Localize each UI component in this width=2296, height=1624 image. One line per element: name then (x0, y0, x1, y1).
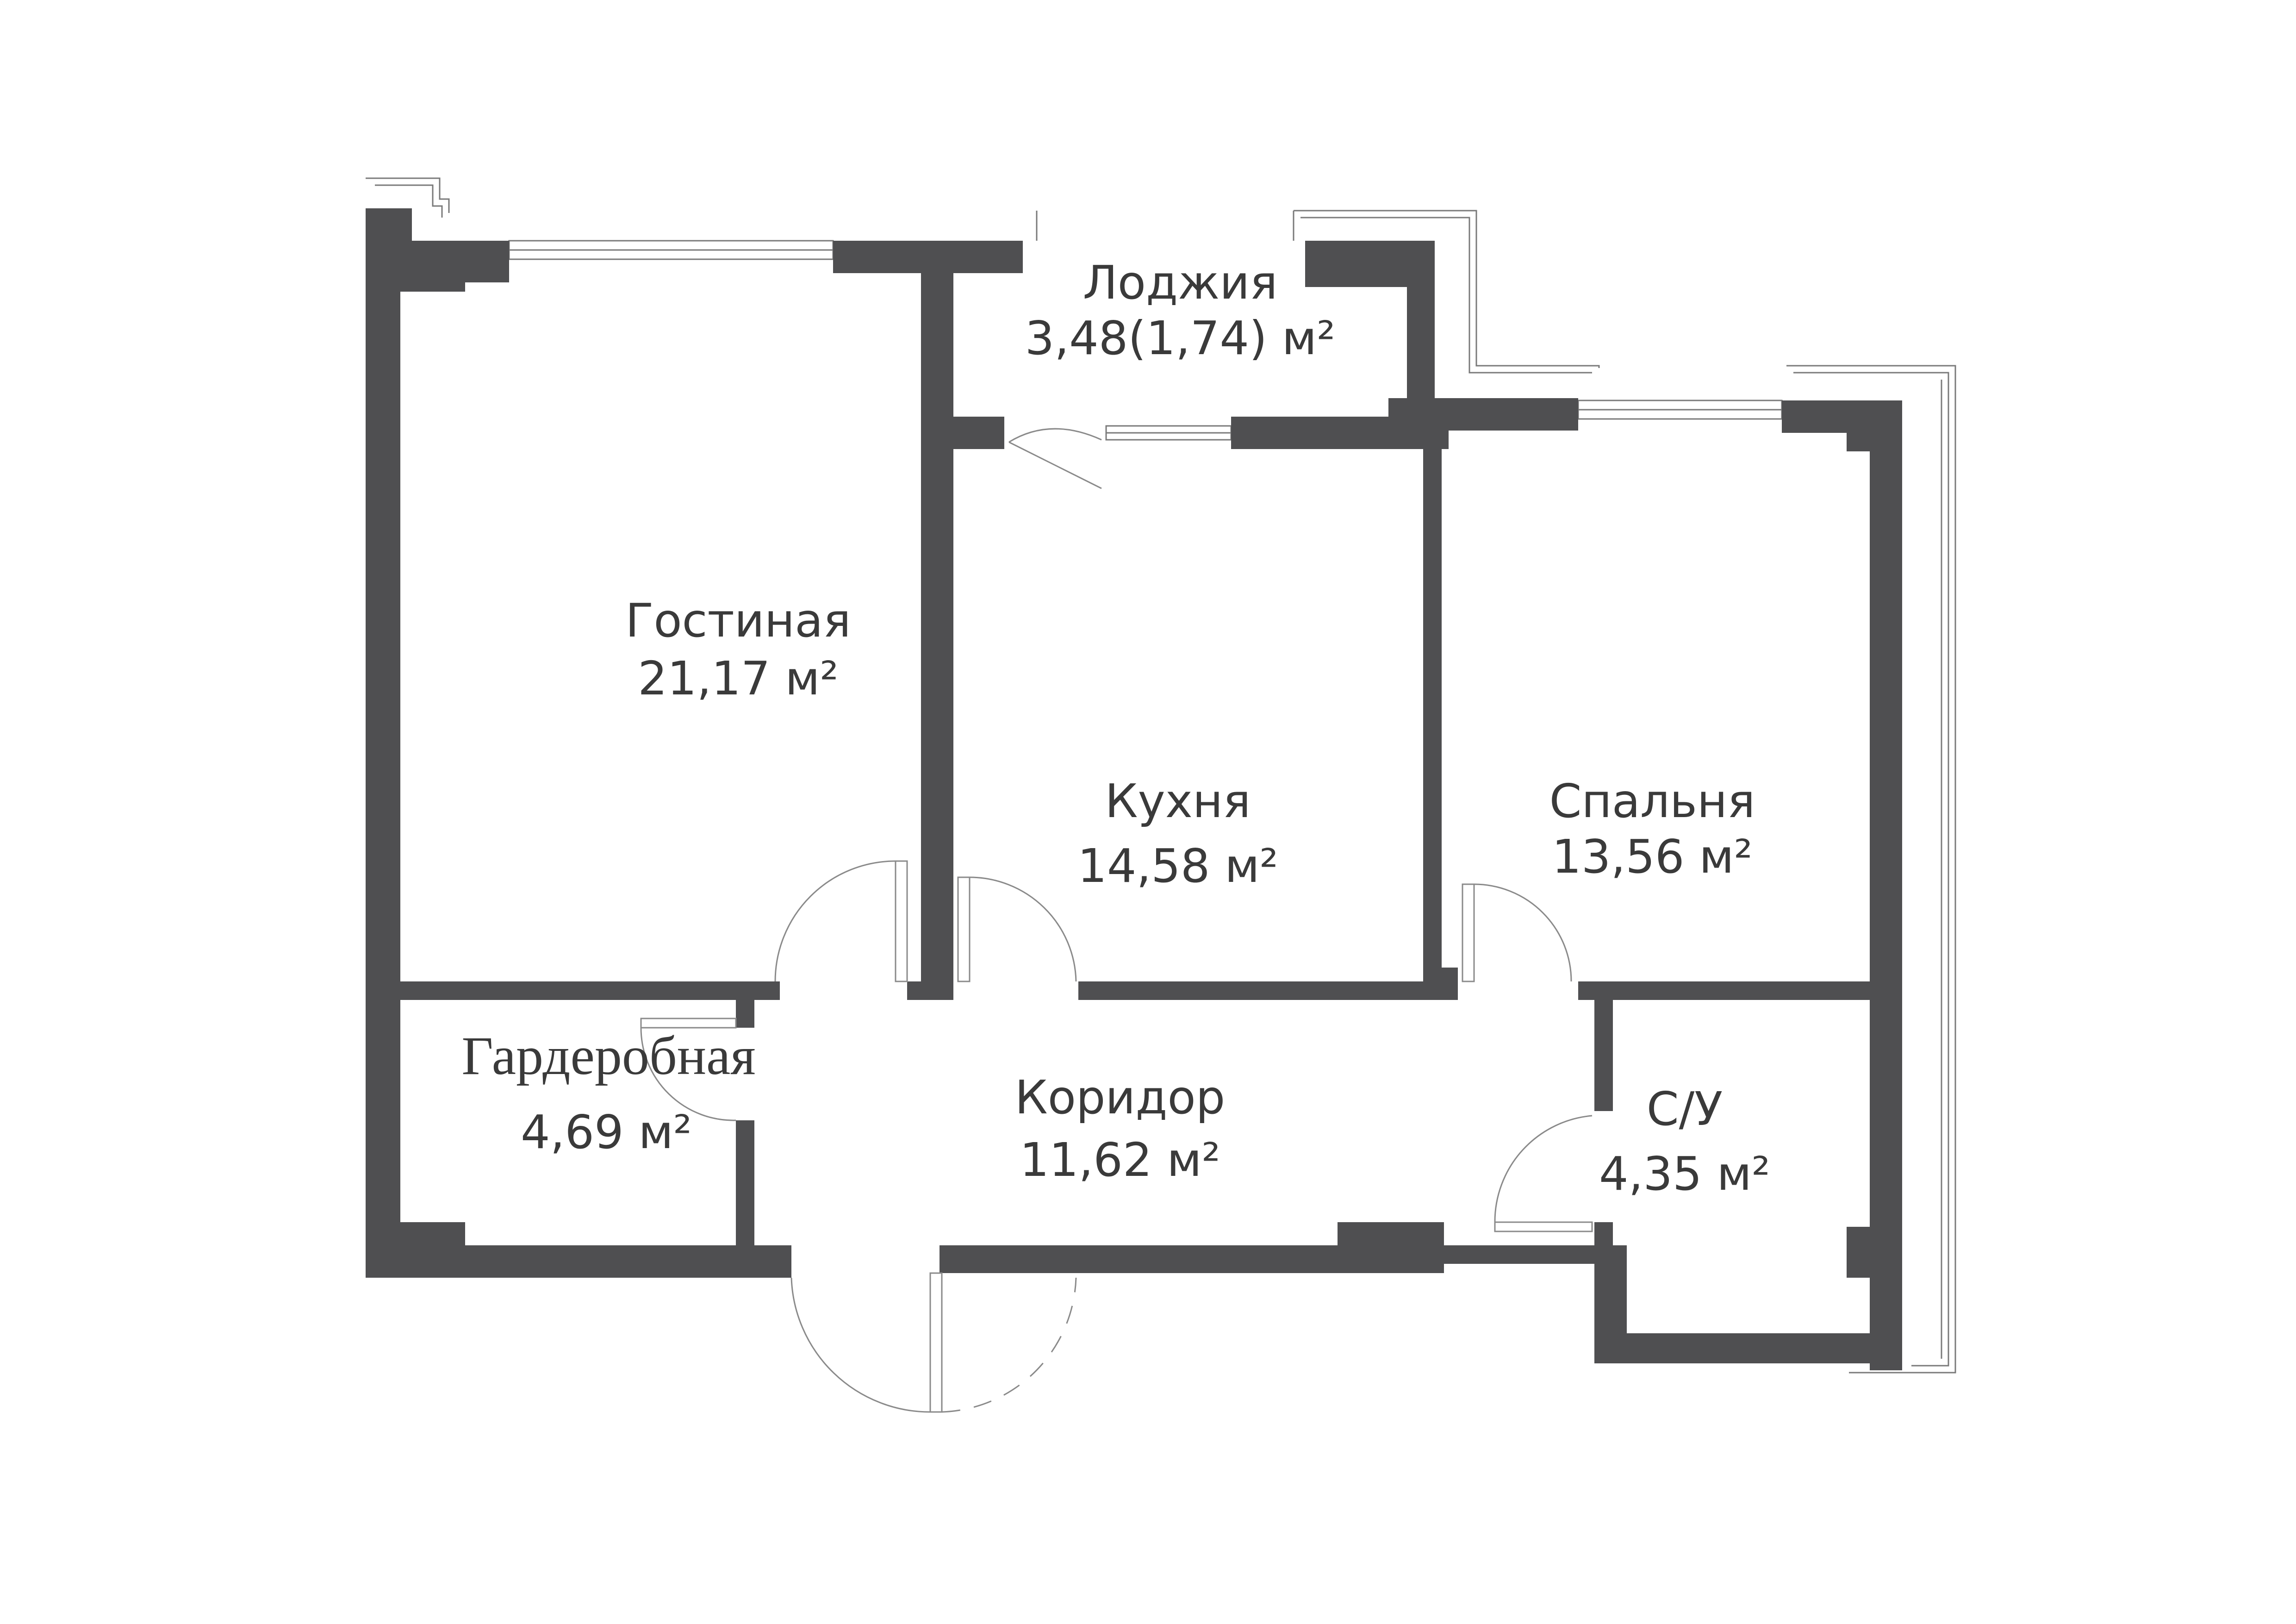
living-room-name: Гостиная (625, 593, 851, 648)
corridor-area: 11,62 м² (1020, 1133, 1220, 1187)
living-room-area: 21,17 м² (638, 651, 839, 706)
wardrobe-area: 4,69 м² (521, 1105, 692, 1159)
bathroom-name: С/У (1647, 1082, 1723, 1136)
walls (366, 208, 1902, 1370)
loggia-area: 3,48(1,74) м² (1025, 311, 1336, 365)
doors (640, 428, 1593, 1413)
bathroom-area: 4,35 м² (1599, 1147, 1770, 1201)
loggia-name: Лоджия (1083, 256, 1278, 310)
kitchen-name: Кухня (1105, 774, 1251, 828)
outer-outline (366, 177, 1956, 1374)
bedroom-area: 13,56 м² (1552, 830, 1753, 884)
bedroom-name: Спальня (1549, 774, 1755, 828)
kitchen-area: 14,58 м² (1077, 839, 1278, 893)
room-labels: Лоджия 3,48(1,74) м² Гостиная 21,17 м² К… (461, 256, 1770, 1201)
wardrobe-name: Гардеробная (461, 1025, 755, 1086)
corridor-name: Коридор (1015, 1070, 1225, 1124)
